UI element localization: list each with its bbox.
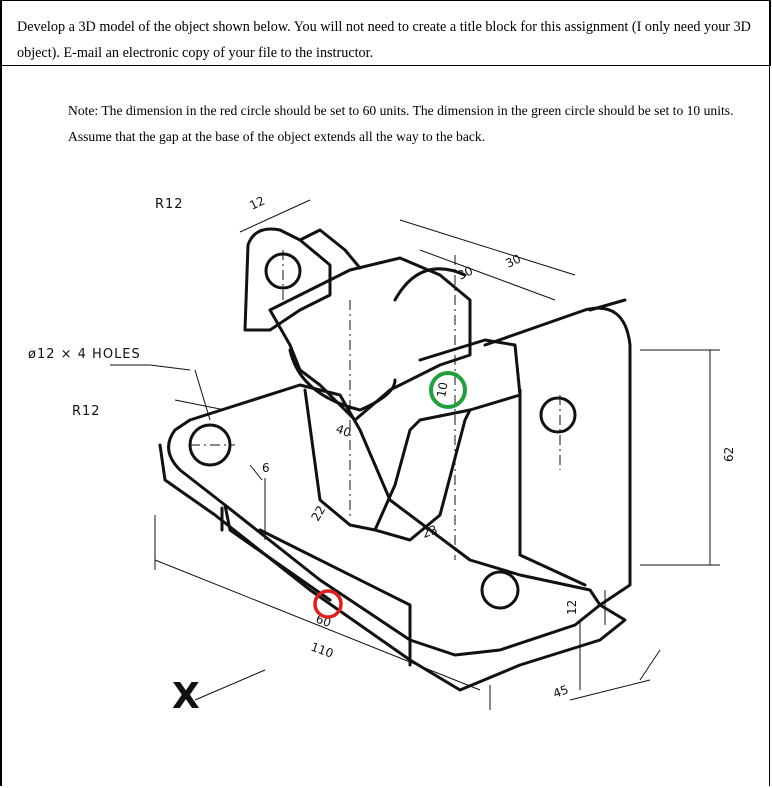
hole-right-upright <box>539 396 577 434</box>
dim-110: 110 <box>309 640 335 661</box>
right-upright <box>483 306 632 607</box>
green-circle-highlight <box>429 371 467 409</box>
dim-45: 45 <box>551 682 570 700</box>
instructions-box <box>0 0 771 66</box>
dim-23: 23 <box>420 522 439 540</box>
dim-30-a: 30 <box>503 252 523 271</box>
r12-left-label: R12 <box>72 404 101 419</box>
dim-40: 40 <box>334 422 353 440</box>
dim-62: 62 <box>722 447 736 462</box>
saddle-block <box>268 256 472 422</box>
base-plate-top <box>167 383 602 657</box>
note-text: Note: The dimension in the red circle sh… <box>68 103 734 144</box>
base-gap <box>220 506 412 667</box>
dim-12-base: 12 <box>565 600 579 615</box>
r12-top-label: R12 <box>155 197 184 212</box>
holes-label: ø12 × 4 HOLES <box>28 347 141 362</box>
base-plate-front <box>158 443 627 692</box>
instructions-text: Develop a 3D model of the object shown b… <box>17 19 751 61</box>
dim-22: 22 <box>308 503 328 523</box>
red-circle-highlight <box>313 589 343 619</box>
hole-base-right <box>480 570 520 610</box>
x-label: X <box>172 676 200 717</box>
dim-12-top: 12 <box>247 194 267 213</box>
dim-6: 6 <box>262 461 270 475</box>
dim-30-b: 30 <box>455 264 475 283</box>
dim-10: 10 <box>434 381 450 398</box>
left-upright <box>243 227 332 332</box>
